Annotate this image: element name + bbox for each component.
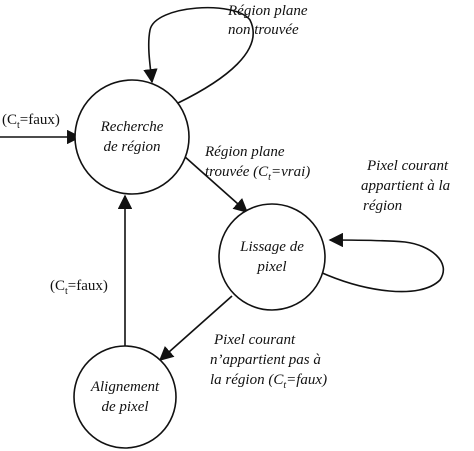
label-loop-top: Région plane non trouvée	[227, 3, 308, 38]
label-loop-right: Pixel courant appartient à la région	[361, 158, 450, 214]
label-loop-right-line1: Pixel courant	[366, 158, 449, 174]
label-entry: (Ct=faux)	[2, 112, 60, 131]
node-alignement-line1: Alignement	[90, 379, 160, 395]
label-lissage-to-alignement: Pixel courant n’appartient pas à la régi…	[210, 332, 327, 391]
edge-recherche-to-lissage	[174, 147, 249, 213]
label-align-rech-text: (Ct=faux)	[50, 278, 108, 297]
label-rech-liss-line1: Région plane	[204, 144, 285, 160]
edge-lissage-to-alignement	[158, 295, 233, 361]
label-loop-top-line2: non trouvée	[228, 22, 299, 38]
label-loop-right-line3: région	[363, 198, 402, 214]
label-alignement-to-recherche: (Ct=faux)	[50, 278, 108, 297]
node-alignement-line2: de pixel	[101, 399, 148, 415]
label-entry-text: (Ct=faux)	[2, 112, 60, 131]
node-recherche-line2: de région	[103, 139, 160, 155]
node-lissage: Lissage de pixel	[218, 203, 326, 311]
node-lissage-line1: Lissage de	[239, 239, 304, 255]
edge-loop-recherche	[143, 6, 254, 104]
label-rech-liss-line2: trouvée (Ct=vrai)	[205, 164, 310, 183]
label-recherche-to-lissage: Région plane trouvée (Ct=vrai)	[204, 144, 310, 183]
label-loop-top-line1: Région plane	[227, 3, 308, 19]
node-recherche: Recherche de région	[74, 79, 190, 195]
edge-loop-lissage	[319, 232, 445, 293]
label-liss-align-line2: n’appartient pas à	[210, 352, 321, 368]
label-liss-align-line1: Pixel courant	[213, 332, 296, 348]
label-liss-align-line3: la région (Ct=faux)	[210, 372, 327, 391]
node-lissage-line2: pixel	[256, 259, 286, 275]
node-alignement: Alignement de pixel	[73, 345, 177, 449]
label-loop-right-line2: appartient à la	[361, 178, 450, 194]
node-recherche-line1: Recherche	[100, 119, 164, 135]
